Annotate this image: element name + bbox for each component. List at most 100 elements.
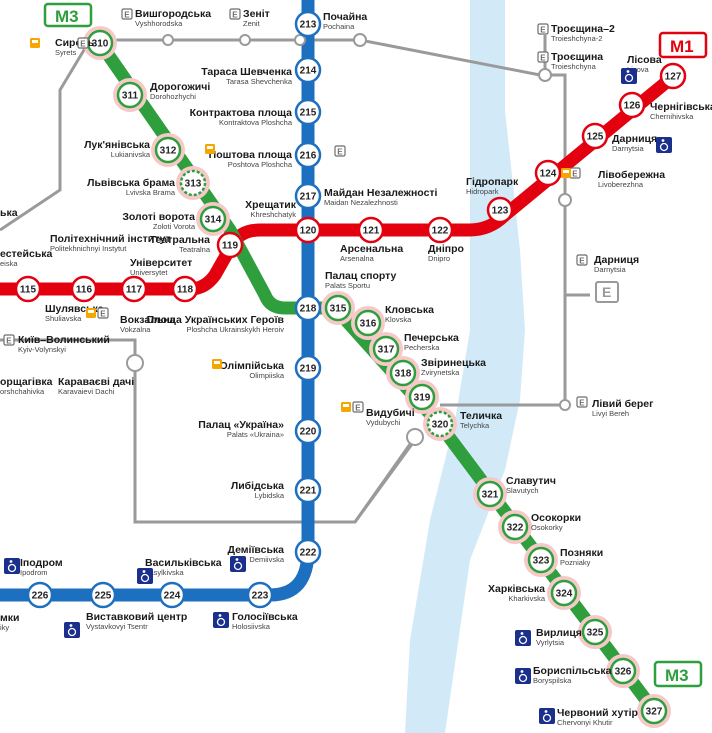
station-marker[interactable] [501,513,529,541]
station-marker[interactable] [640,697,668,725]
rail-station-name[interactable]: орщагівка [0,376,53,388]
station-name[interactable]: Майдан Незалежності [324,187,438,199]
station-name[interactable]: Либідська [231,480,284,492]
station-name[interactable]: Славутич [506,475,556,487]
station-216[interactable]: 216 [294,141,322,169]
station-223[interactable]: 223 [246,581,274,609]
station-marker[interactable] [89,581,117,609]
station-224[interactable]: 224 [158,581,186,609]
station-316[interactable]: 316 [351,306,385,340]
station-name[interactable]: Золоті ворота [122,211,195,223]
station-name[interactable]: Чернігівська [650,101,712,113]
station-217[interactable]: 217 [294,182,322,210]
line-tag-m1[interactable]: M1 [658,31,708,59]
station-marker[interactable] [294,141,322,169]
station-name[interactable]: Харківська [488,583,545,595]
station-name[interactable]: Хрещатик [245,199,297,211]
station-marker[interactable] [609,657,637,685]
station-name[interactable]: Олімпійська [220,360,285,372]
station-name[interactable]: Червоний хутір [557,707,638,719]
station-323[interactable]: 323 [524,543,558,577]
station-name[interactable]: Іподром [20,557,63,569]
station-marker[interactable] [357,216,385,244]
station-name[interactable]: Кловська [385,304,434,316]
station-name[interactable]: Лівобережна [598,169,665,181]
station-314[interactable]: 314 [196,202,230,236]
station-213[interactable]: 213 [294,10,322,38]
station-name[interactable]: Теличка [460,410,502,422]
station-name[interactable]: Дарниця [612,133,657,145]
station-116[interactable]: 116 [70,275,98,303]
station-115[interactable]: 115 [14,275,42,303]
station-marker[interactable] [14,275,42,303]
station-marker[interactable] [372,335,400,363]
station-220[interactable]: 220 [294,417,322,445]
station-312[interactable]: 312 [151,133,185,167]
station-name[interactable]: Палац спорту [325,270,397,282]
station-222[interactable]: 222 [294,538,322,566]
station-marker[interactable] [408,383,436,411]
station-326[interactable]: 326 [606,654,640,688]
rail-station-name[interactable]: Зеніт [243,8,270,20]
rail-station-name[interactable]: Дарниця [594,254,639,266]
station-marker[interactable] [294,538,322,566]
station-126[interactable]: 126 [618,91,646,119]
station-315[interactable]: 315 [321,291,355,325]
station-marker[interactable] [294,98,322,126]
station-name[interactable]: Дорогожичі [150,81,210,93]
station-marker[interactable] [246,581,274,609]
station-313[interactable]: 313 [176,166,210,200]
rail-station-name[interactable]: мки [0,612,19,624]
line-tag-m3-bottom[interactable]: M3 [653,660,703,688]
rail-station-name[interactable]: Троєщина [551,51,603,63]
station-name[interactable]: Вирлиця [536,627,582,639]
station-324[interactable]: 324 [547,576,581,610]
rail-station-name[interactable]: Київ–Волинський [18,334,110,346]
station-marker[interactable] [26,581,54,609]
station-marker[interactable] [324,294,352,322]
station-marker[interactable] [120,275,148,303]
station-125[interactable]: 125 [581,122,609,150]
station-317[interactable]: 317 [369,332,403,366]
station-name[interactable]: Печерська [404,332,459,344]
station-name[interactable]: Дніпро [428,243,464,255]
station-311[interactable]: 311 [113,78,147,112]
station-marker[interactable] [199,205,227,233]
station-name[interactable]: Голосіївська [232,611,298,623]
station-marker[interactable] [216,231,244,259]
station-marker[interactable] [70,275,98,303]
station-marker[interactable] [179,169,207,197]
station-320[interactable]: 320 [423,407,457,441]
station-marker[interactable] [476,480,504,508]
station-121[interactable]: 121 [357,216,385,244]
station-marker[interactable] [534,159,562,187]
station-225[interactable]: 225 [89,581,117,609]
rail-station-name[interactable]: Вишгородська [135,8,211,20]
station-name[interactable]: Деміївська [227,544,284,556]
station-322[interactable]: 322 [498,510,532,544]
station-name[interactable]: Театральна [150,234,210,246]
station-122[interactable]: 122 [426,216,454,244]
rail-station-name[interactable]: ька [0,207,18,219]
station-name[interactable]: Лук'янівська [84,139,150,151]
rail-station-name[interactable]: Лівий берег [592,398,654,410]
station-name[interactable]: Звіринецька [421,357,486,369]
station-name[interactable]: Бориспільська [533,665,612,677]
station-marker[interactable] [618,91,646,119]
station-321[interactable]: 321 [473,477,507,511]
station-marker[interactable] [581,618,609,646]
station-name[interactable]: Контрактова площа [190,107,293,119]
rail-station-name[interactable]: Караваєві дачі [58,376,134,388]
station-226[interactable]: 226 [26,581,54,609]
station-marker[interactable] [426,410,454,438]
station-marker[interactable] [294,354,322,382]
station-123[interactable]: 123 [486,196,514,224]
station-name[interactable]: Лісова [627,54,662,66]
station-name[interactable]: Осокорки [531,512,581,524]
station-name[interactable]: Політехнічний інститут [50,233,171,245]
station-318[interactable]: 318 [386,356,420,390]
station-name[interactable]: Арсенальна [340,243,403,255]
station-marker[interactable] [581,122,609,150]
station-name[interactable]: Тараса Шевченка [201,66,292,78]
station-118[interactable]: 118 [171,275,199,303]
